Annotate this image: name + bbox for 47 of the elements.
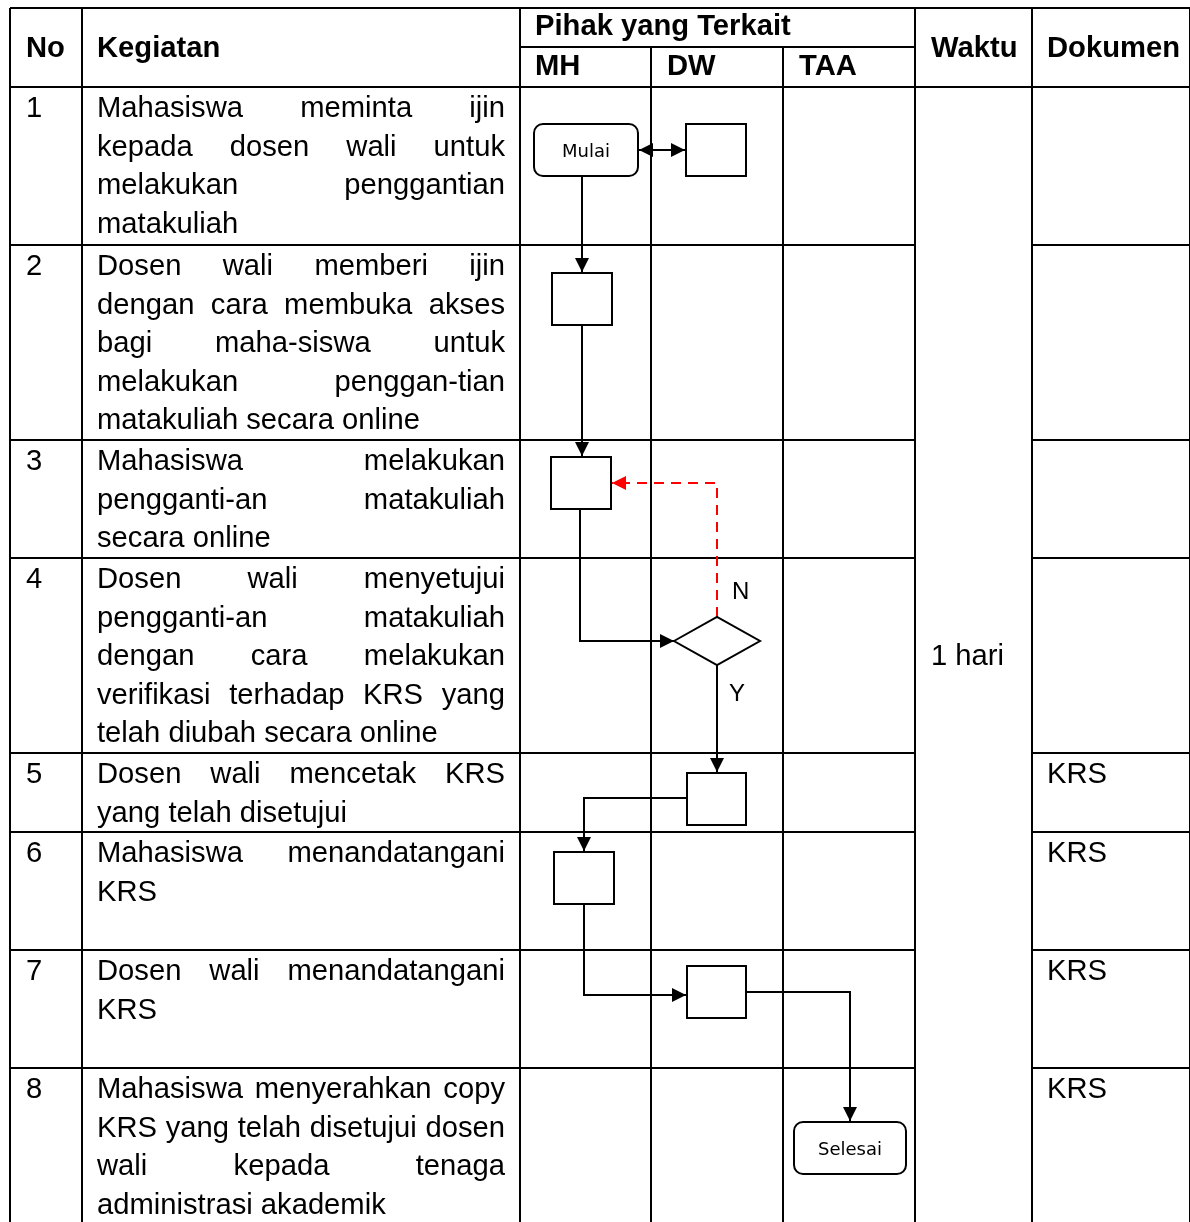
process-box: [686, 772, 747, 826]
arrow: [577, 797, 687, 852]
column-header: Pihak yang Terkait: [535, 8, 792, 43]
activity-text: Mahasiswa meminta ijin kepada dosen wali untuk melakukan penggantian matakuliah: [97, 90, 505, 241]
decision-diamond: [674, 617, 760, 665]
column-header: Waktu: [931, 30, 1019, 65]
arrow: [638, 143, 686, 157]
arrow: [611, 476, 718, 618]
process-box: [551, 272, 613, 326]
activity-text: Dosen wali mencetak KRS yang telah disetujui: [97, 756, 505, 830]
terminal-box: Selesai: [793, 1121, 907, 1175]
column-header: MH: [535, 48, 582, 83]
row-number: 2: [26, 248, 44, 283]
arrow: [746, 991, 857, 1122]
duration-text: 1 hari: [931, 638, 1005, 673]
process-box: [550, 456, 612, 510]
column-header: TAA: [799, 48, 858, 83]
activity-text: Mahasiswa menandatangani KRS: [97, 835, 505, 909]
document-text: KRS: [1047, 835, 1108, 870]
activity-text: Mahasiswa melakukan pengganti-an matakuliah secara online: [97, 443, 505, 556]
document-text: KRS: [1047, 756, 1108, 791]
activity-text: Dosen wali memberi ijin dengan cara membuka akses bagi maha-siswa untuk melakukan penggan-tian matakuliah secara online: [97, 248, 505, 438]
column-header: No: [26, 30, 66, 65]
process-box: [553, 851, 615, 905]
row-number: 1: [26, 90, 44, 125]
row-number: 4: [26, 561, 44, 596]
arrow: [575, 325, 589, 457]
terminal-box: Mulai: [533, 123, 639, 177]
arrow: [583, 904, 687, 1002]
arrow: [575, 176, 589, 273]
row-number: 6: [26, 835, 44, 870]
row-number: 7: [26, 953, 44, 988]
document-text: KRS: [1047, 953, 1108, 988]
document-text: KRS: [1047, 1071, 1108, 1106]
column-header: DW: [667, 48, 717, 83]
row-number: 5: [26, 756, 44, 791]
row-number: 8: [26, 1071, 44, 1106]
process-box: [685, 123, 747, 177]
activity-text: Mahasiswa menyerahkan copy KRS yang telah disetujui dosen wali kepada tenaga administrasi akademik: [97, 1071, 505, 1222]
activity-text: Dosen wali menandatangani KRS: [97, 953, 505, 1027]
activity-text: Dosen wali menyetujui pengganti-an matakuliah dengan cara melakukan verifikasi terhadap KRS yang telah diubah secara online: [97, 561, 505, 751]
column-header: Kegiatan: [97, 30, 222, 65]
arrow: [579, 509, 675, 648]
arrow: [710, 664, 724, 773]
column-header: Dokumen: [1047, 30, 1181, 65]
row-number: 3: [26, 443, 44, 478]
process-box: [686, 965, 747, 1019]
